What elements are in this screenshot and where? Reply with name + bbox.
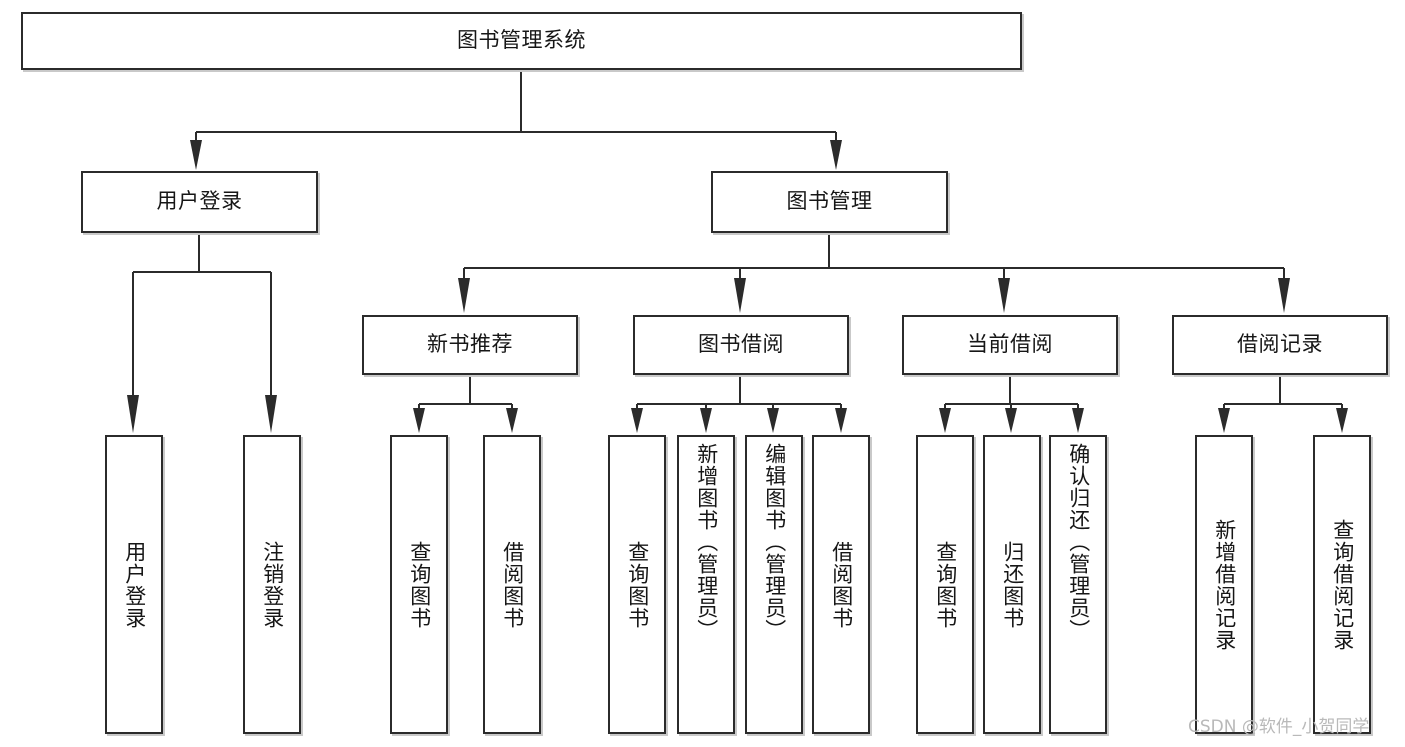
arrow-nbr-leaf-2 [506,408,518,433]
leaf-label: 注销登录 [260,540,285,629]
leaf-label: 查询图书 [625,540,650,629]
arrow-bb-leaf-3 [767,408,779,433]
arrow-cb-leaf-1 [939,408,951,433]
node-label: 当前借阅 [967,332,1053,357]
csdn-watermark: CSDN @软件_小贺同学 [1188,717,1370,737]
arrow-cb-leaf-3 [1072,408,1084,433]
node-label: 用户登录 [156,189,243,214]
node-user-login[interactable]: 用户登录 [81,171,318,233]
node-book-borrow[interactable]: 图书借阅 [633,315,849,375]
arrow-br-leaf-1 [1218,408,1230,433]
leaf-nbr-query-book[interactable]: 查询图书 [390,435,448,734]
leaf-cb-return-book[interactable]: 归还图书 [983,435,1041,734]
leaf-label: 新增借阅记录 [1212,518,1237,651]
leaf-label: 编辑图书（管理员） [762,443,787,641]
arrow-nbr [458,278,470,313]
leaf-cb-query-book[interactable]: 查询图书 [916,435,974,734]
leaf-bb-borrow-book[interactable]: 借阅图书 [812,435,870,734]
node-book-management[interactable]: 图书管理 [711,171,948,233]
leaf-label: 归还图书 [1000,540,1025,629]
arrow-cb [998,278,1010,313]
node-label: 借阅记录 [1237,332,1323,357]
node-label: 新书推荐 [427,332,513,357]
leaf-user-login-login[interactable]: 用户登录 [105,435,163,734]
leaf-label: 确认归还（管理员） [1066,443,1091,641]
leaf-bb-edit-book-admin[interactable]: 编辑图书（管理员） [745,435,803,734]
node-label: 图书管理 [786,189,873,214]
node-new-book-recommend[interactable]: 新书推荐 [362,315,578,375]
arrow-br-leaf-2 [1336,408,1348,433]
arrow-bb [734,278,746,313]
leaf-br-query-record[interactable]: 查询借阅记录 [1313,435,1371,734]
node-borrow-record[interactable]: 借阅记录 [1172,315,1388,375]
leaf-label: 借阅图书 [829,540,854,629]
arrow-br [1278,278,1290,313]
leaf-bb-add-book-admin[interactable]: 新增图书（管理员） [677,435,735,734]
arrow-bb-leaf-4 [835,408,847,433]
arrow-cb-leaf-2 [1005,408,1017,433]
arrow-login-leaf-2 [265,395,277,433]
leaf-br-add-record[interactable]: 新增借阅记录 [1195,435,1253,734]
leaf-user-login-logout[interactable]: 注销登录 [243,435,301,734]
node-label: 图书管理系统 [457,28,586,53]
node-current-borrow[interactable]: 当前借阅 [902,315,1118,375]
leaf-nbr-borrow-book[interactable]: 借阅图书 [483,435,541,734]
arrow-user-login [190,140,202,170]
leaf-bb-query-book[interactable]: 查询图书 [608,435,666,734]
leaf-label: 新增图书（管理员） [694,443,719,641]
leaf-label: 查询图书 [407,540,432,629]
leaf-label: 查询图书 [933,540,958,629]
leaf-cb-confirm-return-admin[interactable]: 确认归还（管理员） [1049,435,1107,734]
arrow-nbr-leaf-1 [413,408,425,433]
arrow-book-manage [830,140,842,170]
leaf-label: 查询借阅记录 [1330,518,1355,651]
arrow-bb-leaf-1 [631,408,643,433]
leaf-label: 用户登录 [122,540,147,629]
node-label: 图书借阅 [698,332,784,357]
leaf-label: 借阅图书 [500,540,525,629]
node-root-system[interactable]: 图书管理系统 [21,12,1022,70]
arrow-bb-leaf-2 [700,408,712,433]
arrow-login-leaf-1 [127,395,139,433]
